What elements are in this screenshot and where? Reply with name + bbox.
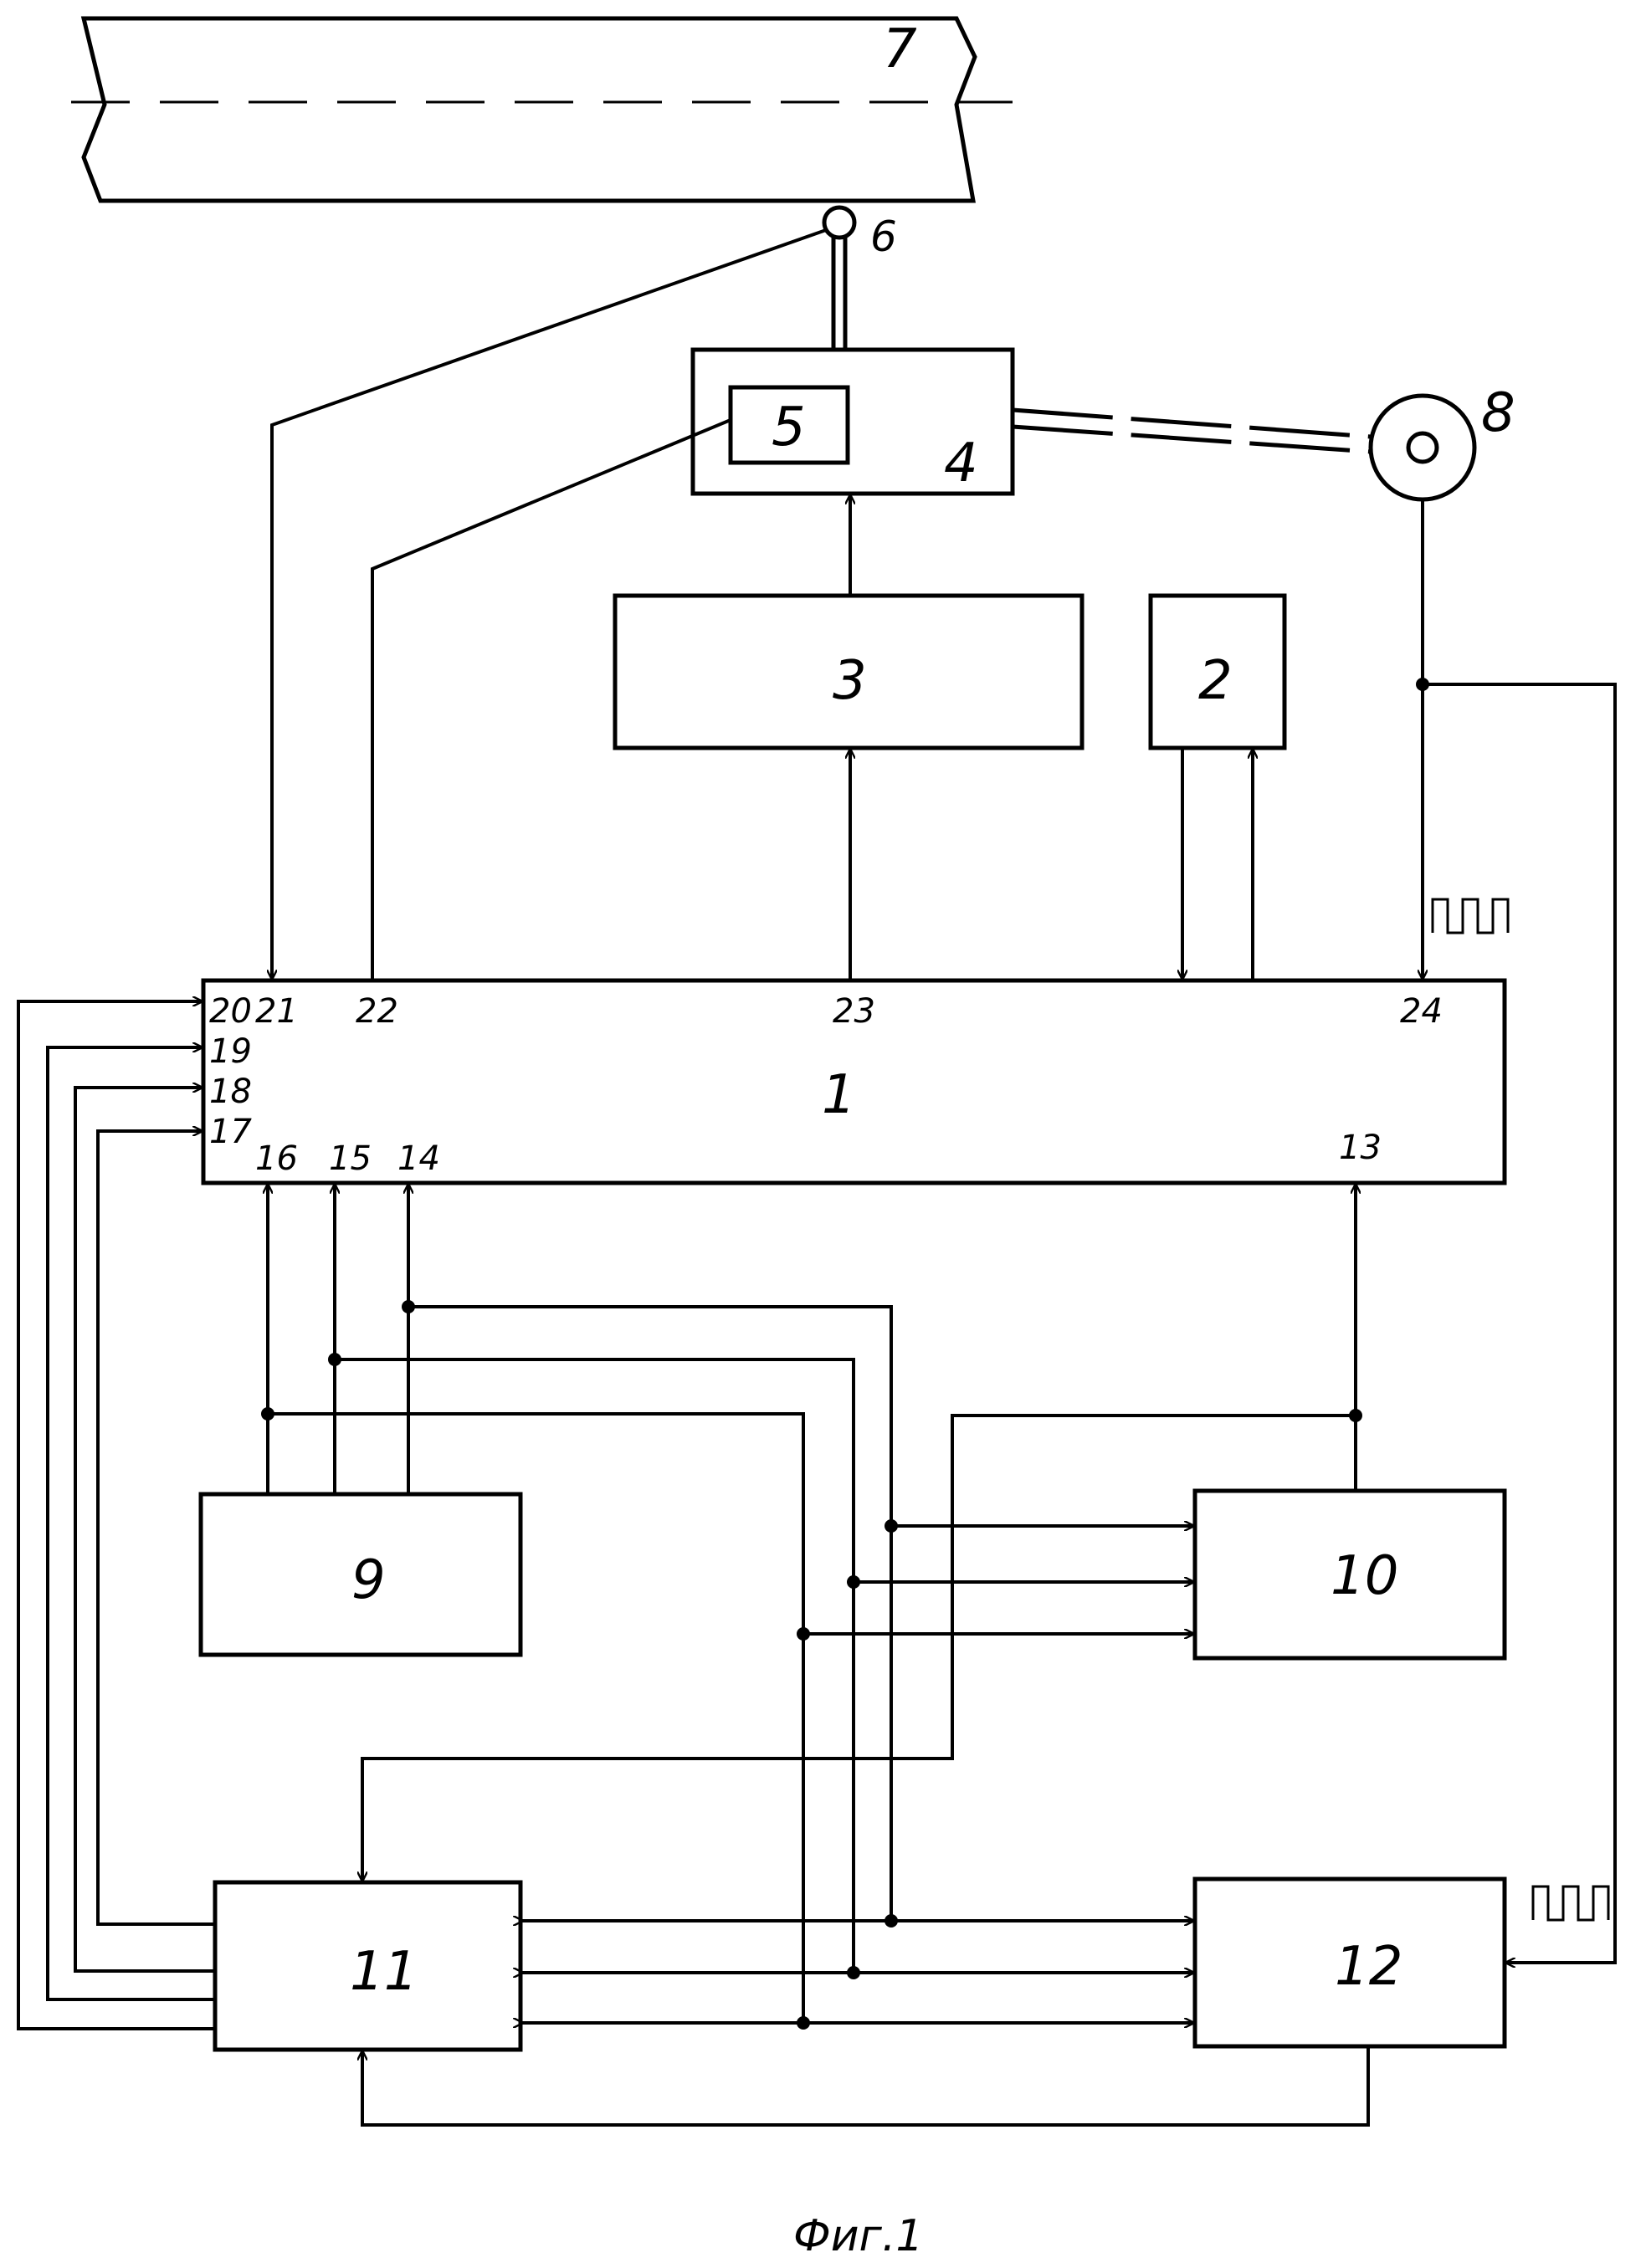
label-block-6: 6	[870, 212, 897, 261]
pin-label-22: 22	[356, 992, 398, 1031]
wire-8-to-12	[1423, 684, 1615, 1963]
junction-dot	[1416, 678, 1429, 691]
wire-11-to-19	[48, 1047, 215, 1999]
label-block-10: 10	[1331, 1545, 1398, 1607]
pin-label-16: 16	[255, 1139, 298, 1178]
label-block-12: 12	[1335, 1936, 1402, 1998]
pin-label-23: 23	[833, 992, 875, 1031]
encoder-8-hub	[1408, 433, 1437, 462]
pin-label-13: 13	[1339, 1129, 1382, 1167]
junction-dot	[885, 1914, 898, 1928]
pulse-icon-12	[1533, 1887, 1608, 1920]
label-block-3: 3	[833, 650, 867, 712]
wire-6-to-21	[272, 230, 826, 979]
label-block-5: 5	[772, 397, 806, 458]
pulse-icon-24	[1433, 899, 1508, 933]
pin-label-18: 18	[209, 1073, 252, 1111]
wire-5-to-22	[372, 420, 731, 980]
label-block-4: 4	[944, 433, 978, 494]
label-block-8: 8	[1481, 382, 1515, 444]
joint-6	[824, 207, 854, 238]
junction-dot	[797, 1627, 810, 1641]
beam-7	[84, 18, 975, 201]
label-block-7: 7	[883, 18, 917, 80]
junction-dot	[797, 2016, 810, 2030]
wire-10-to-11	[362, 1416, 1356, 1881]
bus-16	[268, 1414, 803, 2023]
junction-dot	[847, 1575, 860, 1589]
bus-14	[408, 1307, 891, 1921]
junction-dot	[402, 1300, 415, 1313]
wire-12-to-11	[362, 2046, 1368, 2125]
junction-dot	[1349, 1409, 1362, 1422]
pin-label-19: 19	[209, 1032, 252, 1071]
figure-caption: Фиг.1	[793, 2211, 924, 2261]
label-block-9: 9	[351, 1549, 386, 1611]
pin-label-17: 17	[209, 1113, 252, 1151]
encoder-8	[1371, 396, 1474, 499]
shaft-link-a	[1013, 410, 1371, 437]
wire-11-to-17	[98, 1131, 215, 1924]
pin-label-24: 24	[1400, 992, 1443, 1031]
label-block-2: 2	[1198, 650, 1233, 712]
label-block-1: 1	[822, 1064, 856, 1126]
pin-label-15: 15	[329, 1139, 372, 1178]
pin-label-20: 20	[209, 992, 252, 1031]
pin-label-21: 21	[255, 992, 298, 1031]
label-block-11: 11	[350, 1941, 418, 2003]
shaft-link-b	[1013, 427, 1371, 452]
pin-label-14: 14	[397, 1139, 440, 1178]
junction-dot	[261, 1407, 274, 1421]
junction-dot	[885, 1519, 898, 1533]
junction-dot	[328, 1353, 341, 1366]
junction-dot	[847, 1966, 860, 1979]
